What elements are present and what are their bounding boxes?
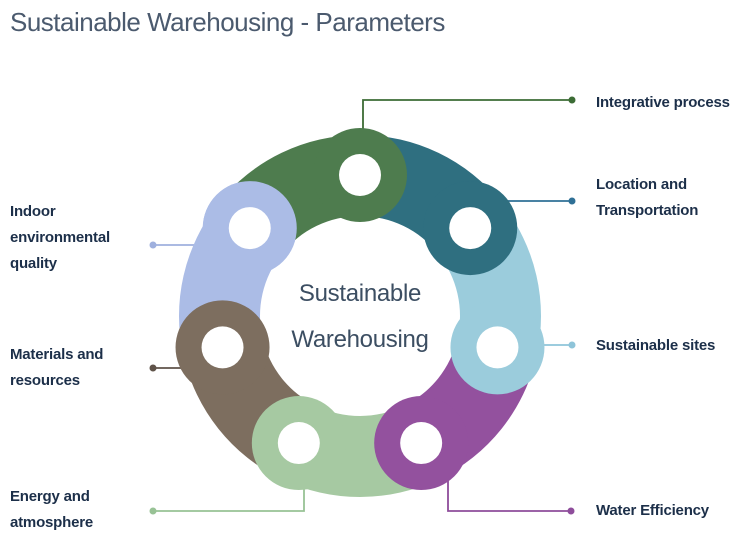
label-indoor-environmental-quality: Indoor environmental quality [10, 203, 110, 272]
label-integrative-process: Integrative process [596, 94, 730, 111]
label-sustainable-sites: Sustainable sites [596, 337, 716, 354]
label-energy-and-atmosphere: Energy and atmosphere [10, 488, 94, 531]
page-title: Sustainable Warehousing - Parameters [10, 7, 445, 37]
segment-hole-water-efficiency [400, 422, 443, 465]
connector-dot-integrative-process [568, 96, 576, 104]
segment-hole-location-and-transportation [449, 207, 492, 250]
connector-energy-and-atmosphere [153, 484, 305, 512]
connector-dot-water-efficiency [567, 507, 575, 515]
connector-integrative-process [362, 99, 572, 140]
segment-hole-integrative-process [339, 154, 381, 196]
label-location-and-transportation: Location and Transportation [596, 176, 699, 219]
segment-hole-indoor-environmental-quality [228, 207, 271, 250]
label-water-efficiency: Water Efficiency [596, 502, 709, 519]
segment-head-patch-indoor-environmental-quality [202, 181, 297, 276]
connector-dot-indoor-environmental-quality [149, 241, 157, 249]
connector-dot-location-and-transportation [568, 197, 576, 205]
segment-hole-sustainable-sites [476, 326, 519, 369]
connector-water-efficiency [447, 470, 571, 512]
segment-hole-materials-and-resources [201, 326, 244, 369]
connector-dot-sustainable-sites [568, 341, 576, 349]
label-materials-and-resources: Materials and resources [10, 346, 104, 389]
connector-dot-materials-and-resources [149, 364, 157, 372]
segment-hole-energy-and-atmosphere [277, 422, 320, 465]
connector-dot-energy-and-atmosphere [149, 507, 157, 515]
diagram-center-label: Sustainable Warehousing [291, 280, 429, 353]
